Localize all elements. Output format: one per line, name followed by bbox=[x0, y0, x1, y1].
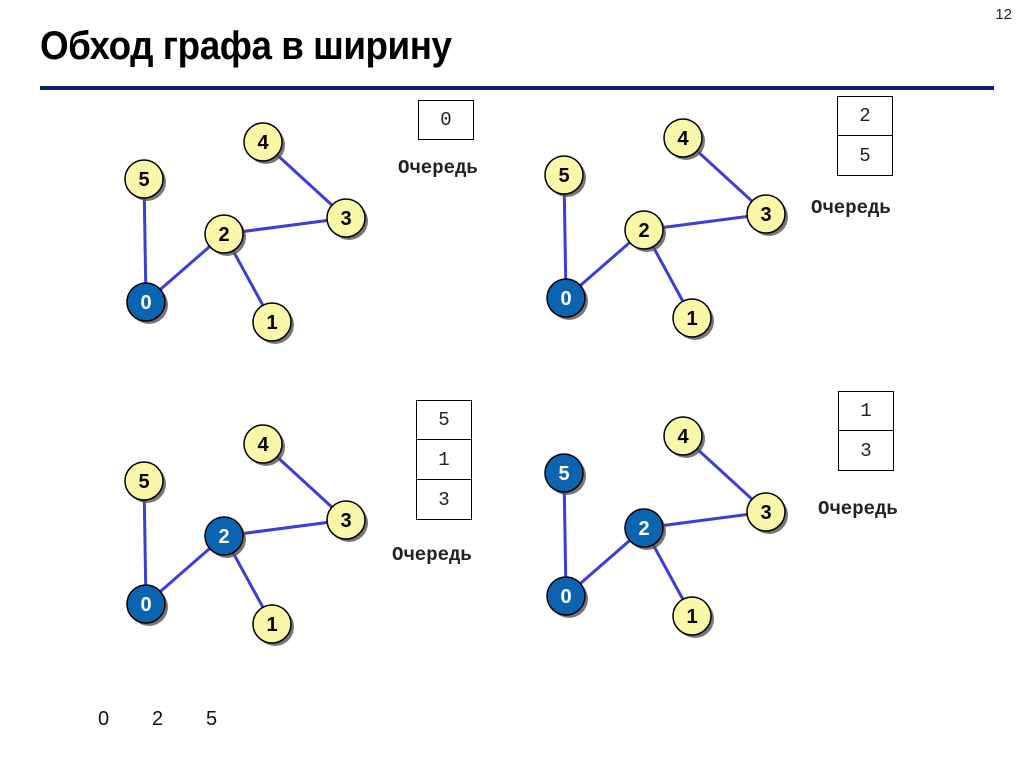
node-circle bbox=[672, 596, 712, 636]
queue-cell: 5 bbox=[416, 400, 472, 440]
queue-label-panel-3: Очередь bbox=[392, 544, 472, 566]
queue-label-panel-4: Очередь bbox=[818, 498, 898, 520]
queue-panel-1: 0 bbox=[418, 100, 474, 140]
graph-node-5: 5 bbox=[544, 155, 586, 197]
graph-node-1: 1 bbox=[252, 604, 294, 646]
node-label: 5 bbox=[558, 165, 569, 187]
node-circle bbox=[204, 516, 244, 556]
graph-node-0: 0 bbox=[546, 576, 588, 618]
graph-node-4: 4 bbox=[243, 122, 285, 164]
node-label: 4 bbox=[257, 434, 269, 456]
node-label: 4 bbox=[677, 128, 689, 150]
graph-node-2: 2 bbox=[624, 508, 666, 550]
queue-cell: 1 bbox=[838, 391, 894, 431]
node-label: 4 bbox=[677, 426, 689, 448]
node-label: 5 bbox=[138, 471, 149, 493]
visited-node: 5 bbox=[206, 708, 218, 730]
node-label: 2 bbox=[638, 518, 649, 540]
node-circle bbox=[243, 122, 283, 162]
node-label: 3 bbox=[340, 510, 351, 532]
node-circle bbox=[126, 584, 166, 624]
graph-node-1: 1 bbox=[252, 302, 294, 344]
graph-node-2: 2 bbox=[204, 214, 246, 256]
node-label: 5 bbox=[138, 169, 149, 191]
node-circle bbox=[663, 118, 703, 158]
queue-cell: 3 bbox=[838, 431, 894, 471]
node-circle bbox=[326, 198, 366, 238]
node-label: 2 bbox=[218, 526, 229, 548]
title-underline bbox=[40, 86, 994, 90]
node-circle bbox=[544, 453, 584, 493]
node-circle bbox=[663, 416, 703, 456]
node-circle bbox=[126, 282, 166, 322]
queue-cell: 3 bbox=[416, 480, 472, 520]
graph-node-1: 1 bbox=[672, 596, 714, 638]
node-label: 3 bbox=[340, 208, 351, 230]
graph-node-3: 3 bbox=[746, 194, 788, 236]
node-label: 2 bbox=[638, 220, 649, 242]
queue-label-panel-1: Очередь bbox=[398, 157, 478, 179]
node-label: 3 bbox=[760, 204, 771, 226]
node-circle bbox=[546, 576, 586, 616]
node-circle bbox=[326, 500, 366, 540]
visited-node: 0 bbox=[98, 708, 110, 730]
queue-cell: 5 bbox=[837, 136, 893, 176]
node-circle bbox=[204, 214, 244, 254]
node-label: 1 bbox=[686, 606, 697, 628]
node-label: 1 bbox=[266, 614, 277, 636]
graph-node-0: 0 bbox=[126, 584, 168, 626]
node-circle bbox=[746, 492, 786, 532]
node-circle bbox=[546, 278, 586, 318]
graph-node-0: 0 bbox=[126, 282, 168, 324]
queue-label-panel-2: Очередь bbox=[811, 197, 891, 219]
node-label: 4 bbox=[257, 132, 269, 154]
node-circle bbox=[624, 508, 664, 548]
graph-node-4: 4 bbox=[663, 416, 705, 458]
node-circle bbox=[124, 159, 164, 199]
graph-node-3: 3 bbox=[326, 500, 368, 542]
node-label: 5 bbox=[558, 463, 569, 485]
graph-node-5: 5 bbox=[544, 453, 586, 495]
graph-node-5: 5 bbox=[124, 461, 166, 503]
graph-node-4: 4 bbox=[663, 118, 705, 160]
graph-node-4: 4 bbox=[243, 424, 285, 466]
graph-node-1: 1 bbox=[672, 298, 714, 340]
node-label: 1 bbox=[686, 308, 697, 330]
graph-node-3: 3 bbox=[326, 198, 368, 240]
page-number: 12 bbox=[995, 6, 1012, 23]
queue-cell: 1 bbox=[416, 440, 472, 480]
graph-node-3: 3 bbox=[746, 492, 788, 534]
node-circle bbox=[252, 604, 292, 644]
queue-cell: 0 bbox=[418, 100, 474, 140]
node-circle bbox=[243, 424, 283, 464]
node-label: 0 bbox=[560, 288, 571, 310]
node-circle bbox=[624, 210, 664, 250]
graph-node-0: 0 bbox=[546, 278, 588, 320]
node-circle bbox=[544, 155, 584, 195]
graph-node-2: 2 bbox=[204, 516, 246, 558]
graph-node-5: 5 bbox=[124, 159, 166, 201]
node-label: 1 bbox=[266, 312, 277, 334]
slide-title: Обход графа в ширину bbox=[40, 24, 452, 68]
node-circle bbox=[672, 298, 712, 338]
visited-order: 0 2 5 bbox=[98, 708, 260, 731]
node-label: 3 bbox=[760, 502, 771, 524]
node-label: 0 bbox=[560, 586, 571, 608]
queue-cell: 2 bbox=[837, 96, 893, 136]
visited-node: 2 bbox=[152, 708, 164, 730]
node-label: 0 bbox=[140, 292, 151, 314]
node-label: 0 bbox=[140, 594, 151, 616]
node-circle bbox=[746, 194, 786, 234]
node-circle bbox=[252, 302, 292, 342]
node-label: 2 bbox=[218, 224, 229, 246]
graph-node-2: 2 bbox=[624, 210, 666, 252]
node-circle bbox=[124, 461, 164, 501]
